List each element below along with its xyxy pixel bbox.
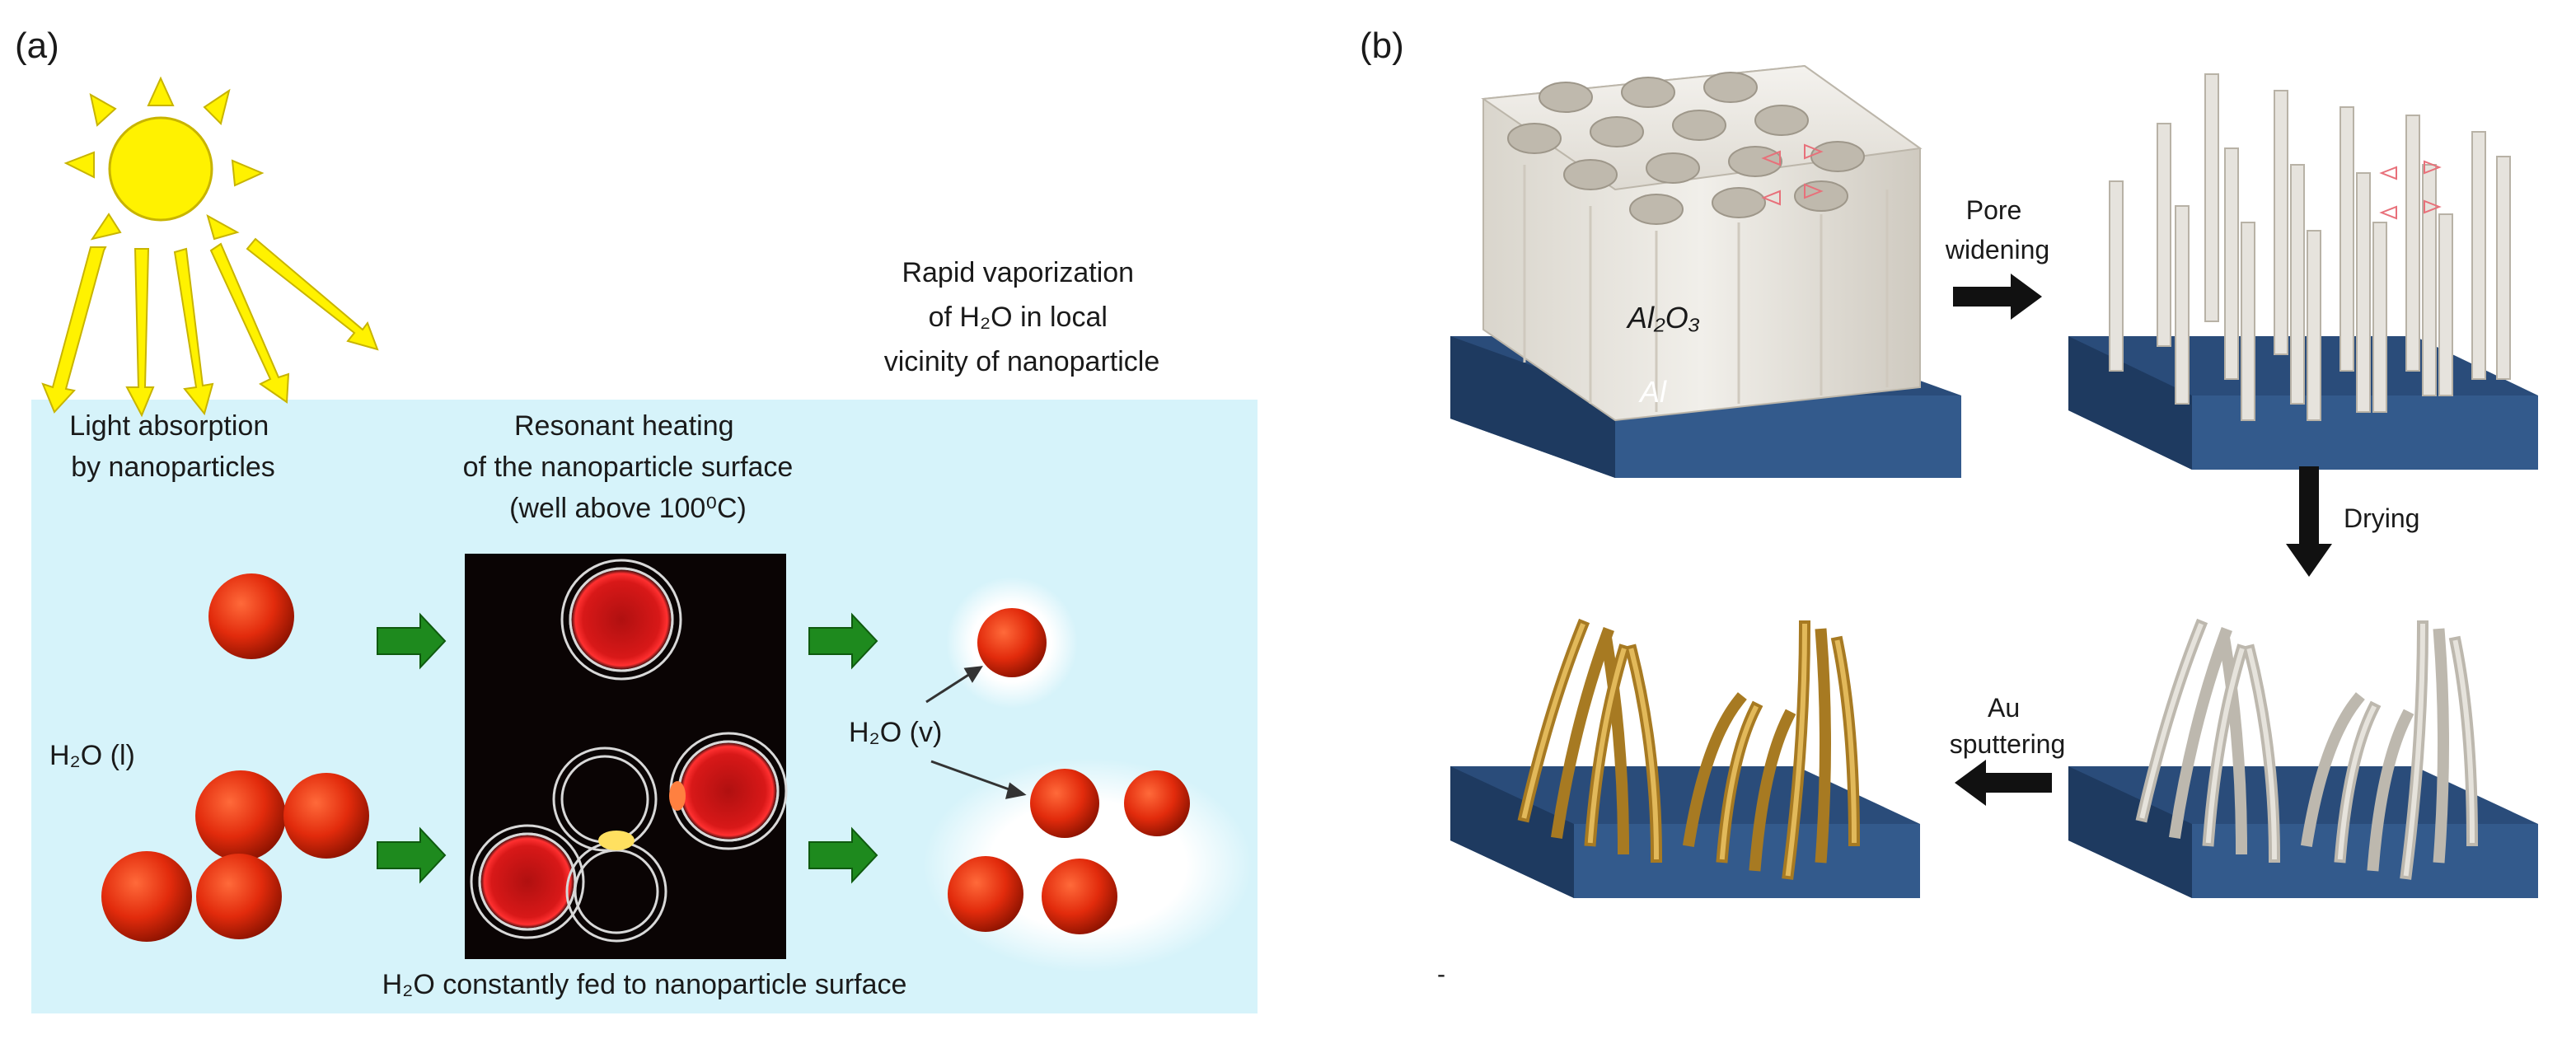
pointer-arrows	[925, 666, 1027, 799]
nanoparticle	[195, 770, 286, 861]
nanoparticle	[1042, 859, 1117, 934]
rapid-vaporization-text: Rapid vaporization of H₂O in local vicin…	[884, 257, 1160, 377]
light-absorption-text: Light absorption by nanoparticles	[69, 410, 276, 483]
panel-b-label: (b)	[1360, 26, 1404, 66]
nanoparticle	[101, 851, 192, 942]
nanoparticle	[1124, 770, 1190, 836]
arrow-left-icon	[1955, 760, 2052, 806]
nanoparticle	[948, 856, 1023, 932]
nanoparticles-liquid	[101, 573, 369, 942]
nanoparticle	[196, 854, 282, 939]
nanoparticle	[208, 573, 294, 659]
al-label: Al	[1638, 375, 1667, 409]
au-sputtering-label: Au sputtering	[1950, 693, 2066, 759]
green-arrow-icon	[377, 612, 878, 884]
panel-a: (a) Light absorption by nano	[15, 26, 1258, 1013]
panel-a-label: (a)	[15, 26, 59, 66]
aao-template-illustration: Al₂O₃ Al	[1450, 64, 1961, 478]
sun-icon	[41, 76, 379, 418]
nanopillars-illustration	[2068, 73, 2538, 470]
h2o-vapor-label: H₂O (v)	[849, 717, 942, 748]
nanoparticle	[977, 608, 1047, 677]
temperature-note: (well above 100⁰C)	[509, 493, 747, 524]
bottom-caption: H₂O constantly fed to nanoparticle surfa…	[382, 969, 907, 1000]
nanoparticle	[283, 773, 369, 859]
h2o-liquid-label: H₂O (l)	[49, 740, 135, 771]
arrow-right-icon	[1953, 274, 2042, 320]
resonant-heating-text: Resonant heating of the nanoparticle sur…	[463, 410, 794, 483]
collapsed-pillars-illustration	[2068, 618, 2538, 898]
drying-label: Drying	[2344, 503, 2419, 533]
gold-pillars-illustration	[1450, 618, 1920, 898]
nanoparticle	[1030, 769, 1099, 838]
arrow-down-icon	[2286, 466, 2332, 577]
field-simulation-image	[465, 554, 788, 959]
panel-b: (b) Al₂O₃ Al	[1360, 26, 2538, 988]
footnote-mark: -	[1437, 961, 1445, 988]
pore-widening-label: Pore widening	[1945, 195, 2049, 264]
alumina-label: Al₂O₃	[1626, 301, 1700, 335]
nanoparticles-vapor	[923, 577, 1253, 972]
